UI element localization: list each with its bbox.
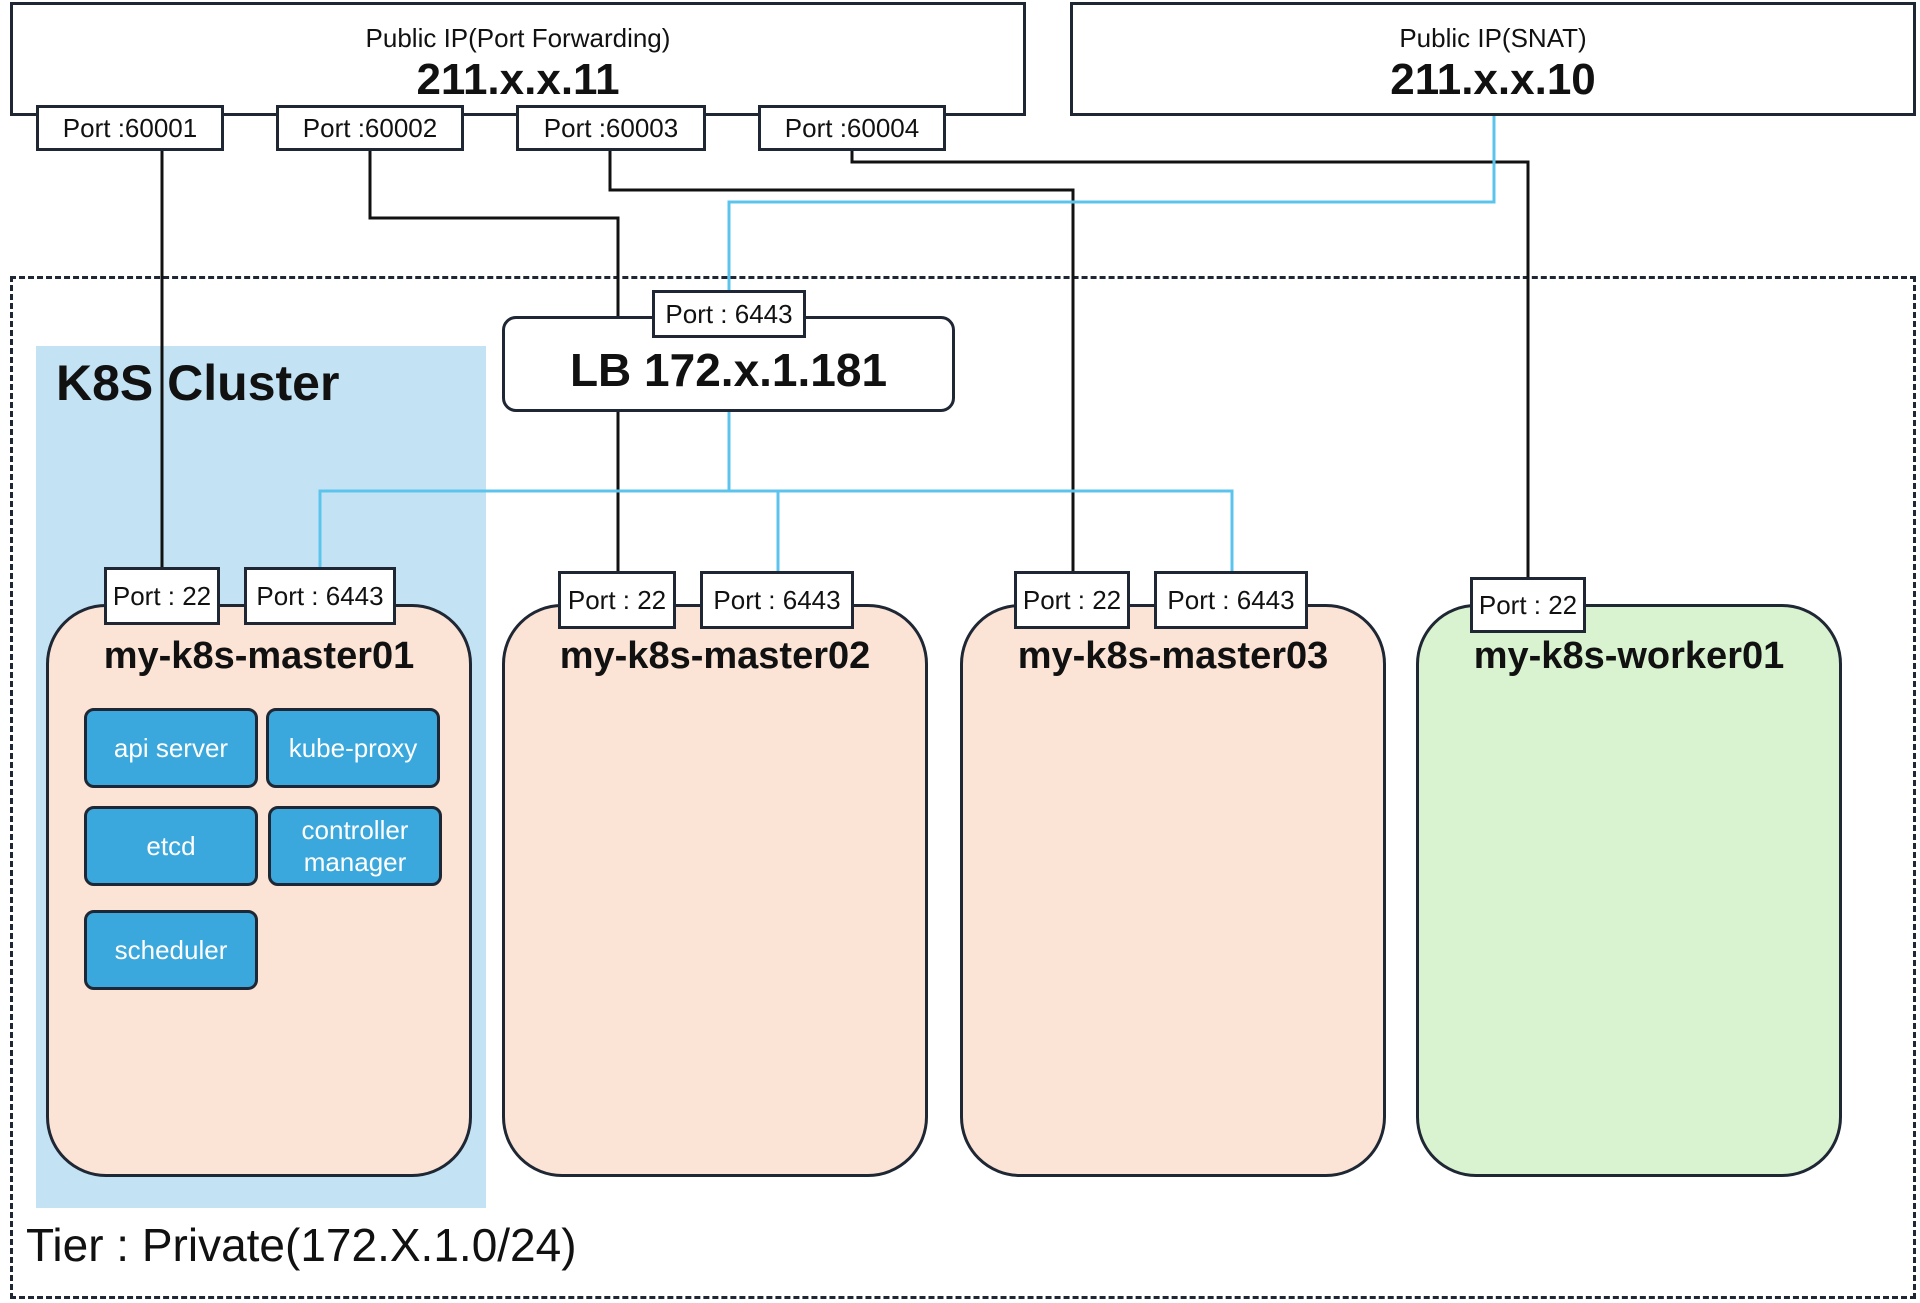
public-ip-port-forwarding-label: Public IP(Port Forwarding) — [365, 23, 671, 53]
public-ip-port-forwarding-address: 211.x.x.11 — [416, 55, 620, 104]
node-master03-port-6443: Port : 6443 — [1154, 571, 1308, 629]
public-ip-snat-box: Public IP(SNAT) 211.x.x.10 — [1070, 2, 1916, 116]
node-master02-port-22: Port : 22 — [558, 571, 676, 629]
k8s-cluster-label: K8S Cluster — [56, 355, 340, 411]
snat-and-lb-lines — [318, 115, 1496, 572]
component-scheduler: scheduler — [84, 910, 258, 990]
port-60001: Port :60001 — [36, 105, 224, 151]
load-balancer-label: LB 172.x.1.181 — [569, 344, 888, 396]
node-master02-port-6443: Port : 6443 — [700, 571, 854, 629]
node-worker01-name: my-k8s-worker01 — [1473, 635, 1785, 677]
tier-label: Tier : Private(172.X.1.0/24) — [26, 1219, 577, 1271]
node-master01-port-6443: Port : 6443 — [244, 567, 396, 625]
lb-port-6443: Port : 6443 — [652, 290, 806, 338]
private-tier-boundary — [10, 276, 1916, 1299]
line-api-bus — [318, 489, 1234, 572]
node-master01: my-k8s-master01 — [46, 604, 472, 1177]
node-master03: my-k8s-master03 — [960, 604, 1386, 1177]
public-ip-port-forwarding-box: Public IP(Port Forwarding) 211.x.x.11 — [10, 2, 1026, 116]
component-kube-proxy: kube-proxy — [266, 708, 440, 788]
node-master01-port-22: Port : 22 — [104, 567, 220, 625]
component-api-server: api server — [84, 708, 258, 788]
line-snat-lb — [727, 115, 1496, 292]
line-60003-master03 — [608, 149, 1075, 572]
port-60004: Port :60004 — [758, 105, 946, 151]
node-master03-name: my-k8s-master03 — [1017, 635, 1329, 677]
node-master02-name: my-k8s-master02 — [559, 635, 871, 677]
component-etcd: etcd — [84, 806, 258, 886]
line-60004-worker01 — [850, 149, 1530, 578]
public-ip-snat-label: Public IP(SNAT) — [1399, 23, 1587, 53]
node-worker01: my-k8s-worker01 — [1416, 604, 1842, 1177]
node-worker01-port-22: Port : 22 — [1470, 577, 1586, 633]
node-master01-name: my-k8s-master01 — [103, 635, 415, 677]
node-master03-port-22: Port : 22 — [1014, 571, 1130, 629]
node-master02: my-k8s-master02 — [502, 604, 928, 1177]
component-controller-manager: controller manager — [268, 806, 442, 886]
public-ip-snat-address: 211.x.x.10 — [1390, 55, 1596, 104]
port-60002: Port :60002 — [276, 105, 464, 151]
port-60003: Port :60003 — [516, 105, 706, 151]
